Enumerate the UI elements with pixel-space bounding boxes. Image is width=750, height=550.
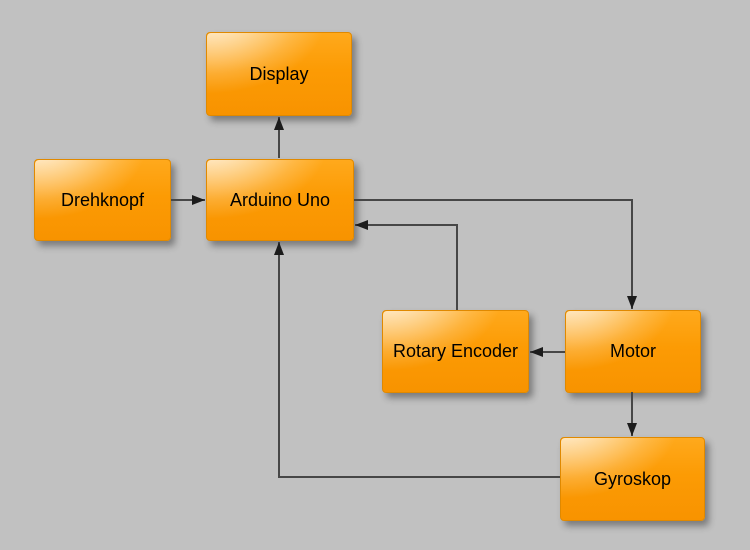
node-arduino-uno-label: Arduino Uno <box>229 189 331 210</box>
node-drehknopf-label: Drehknopf <box>60 189 145 210</box>
node-display: Display <box>206 32 352 116</box>
node-motor: Motor <box>565 310 701 393</box>
node-gyroskop-label: Gyroskop <box>593 468 672 489</box>
node-display-label: Display <box>249 63 309 84</box>
node-drehknopf: Drehknopf <box>34 159 171 241</box>
node-motor-label: Motor <box>609 341 656 361</box>
edge-rotary-encoder-to-arduino <box>355 220 458 310</box>
node-gyroskop: Gyroskop <box>560 437 705 521</box>
edge-arduino-to-motor <box>354 199 637 309</box>
node-rotary-encoder: Rotary Encoder <box>382 310 529 393</box>
node-arduino-uno: Arduino Uno <box>206 159 354 241</box>
node-rotary-encoder-label: Rotary Encoder <box>392 341 519 361</box>
